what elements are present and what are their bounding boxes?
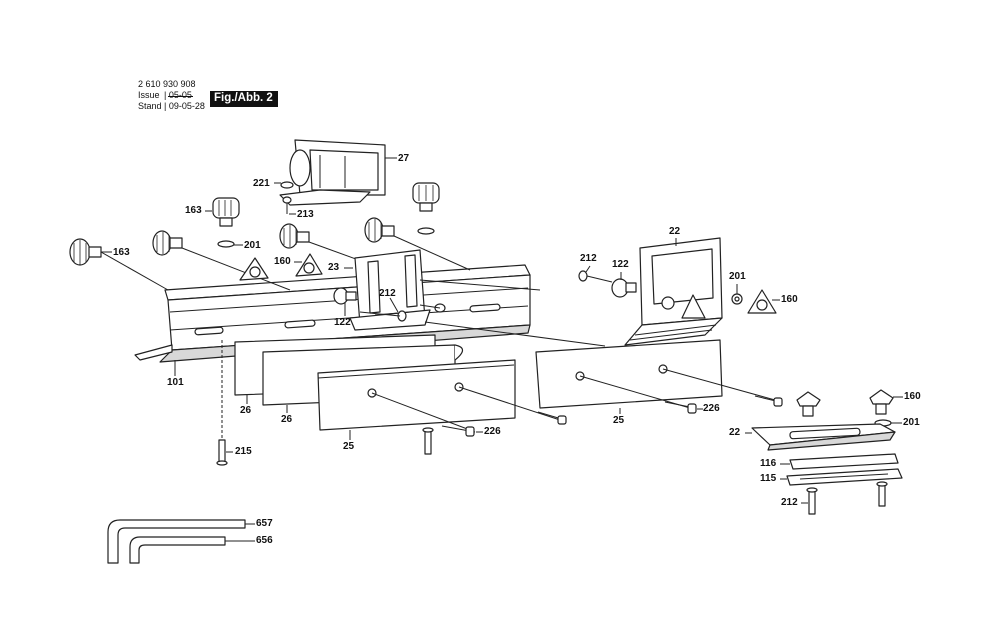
callout-201-bottom: 201 bbox=[903, 417, 920, 428]
knob-122-right bbox=[611, 278, 637, 298]
callout-122-right: 122 bbox=[612, 259, 629, 270]
callout-163-top: 163 bbox=[185, 205, 202, 216]
knob-top-right bbox=[412, 182, 440, 235]
leader-rail bbox=[419, 279, 541, 291]
callout-212-left: 212 bbox=[379, 288, 396, 299]
callout-226-left: 226 bbox=[484, 426, 501, 437]
washer-201-right bbox=[731, 293, 743, 305]
screw-under-board bbox=[422, 427, 434, 455]
screw-213 bbox=[280, 181, 294, 214]
leader-226-left bbox=[371, 392, 471, 431]
callout-212-right: 212 bbox=[580, 253, 597, 264]
callout-25-left: 25 bbox=[343, 441, 355, 452]
wing-nut-left bbox=[239, 257, 269, 281]
side-knob-right bbox=[364, 217, 471, 271]
figure-label: Fig./Abb. 2 bbox=[210, 91, 278, 107]
callout-115: 115 bbox=[760, 473, 777, 484]
callout-26-back: 26 bbox=[240, 405, 252, 416]
issue-line: Issue | 05-05 bbox=[138, 90, 192, 101]
leader-bolt bbox=[458, 386, 561, 421]
screw-212-bottom bbox=[806, 487, 818, 515]
bolt-212-left bbox=[359, 303, 446, 322]
label-leaders bbox=[101, 157, 903, 542]
callout-160-right: 160 bbox=[781, 294, 798, 305]
callout-221: 221 bbox=[253, 178, 270, 189]
bracket-glyph: | bbox=[164, 101, 167, 111]
callout-201-right: 201 bbox=[729, 271, 746, 282]
bolt-226-left bbox=[441, 425, 476, 437]
part-number: 2 610 930 908 bbox=[138, 79, 196, 89]
callout-23: 23 bbox=[328, 262, 340, 273]
shim-116 bbox=[789, 453, 899, 470]
callout-22-top: 22 bbox=[669, 226, 681, 237]
hex-key-657 bbox=[107, 519, 246, 564]
callout-22-bottom: 22 bbox=[729, 427, 741, 438]
bolt-212-right bbox=[578, 270, 613, 283]
face-board-right bbox=[535, 339, 723, 409]
stand-label: Stand bbox=[138, 101, 162, 111]
callout-226-right: 226 bbox=[703, 403, 720, 414]
screw-215 bbox=[216, 340, 228, 466]
hold-down-knob-right bbox=[869, 389, 894, 415]
side-knob-mid bbox=[152, 230, 291, 291]
knob-top-left bbox=[212, 197, 240, 248]
feather-board-bracket bbox=[624, 237, 723, 346]
side-knob-left bbox=[69, 238, 169, 291]
bolt-226-right bbox=[664, 401, 697, 414]
callout-656: 656 bbox=[256, 535, 273, 546]
callout-201-left: 201 bbox=[244, 240, 261, 251]
hold-down-knob-left bbox=[796, 391, 821, 417]
dust-hood bbox=[279, 139, 386, 206]
callout-116: 116 bbox=[760, 458, 777, 469]
leader-226-right bbox=[579, 375, 691, 409]
knob-122-left bbox=[333, 287, 357, 305]
wing-nut-160-right bbox=[747, 289, 777, 314]
issue-value: 05-05 bbox=[168, 90, 192, 100]
shim-115 bbox=[786, 468, 903, 486]
bolt-mid bbox=[537, 411, 567, 425]
callout-160-left: 160 bbox=[274, 256, 291, 267]
callout-122-left: 122 bbox=[334, 317, 351, 328]
center-bracket bbox=[349, 249, 431, 331]
issue-label: Issue bbox=[138, 90, 160, 100]
bolt-right-end bbox=[754, 395, 783, 407]
face-board-left bbox=[317, 359, 516, 431]
hold-down-plate bbox=[751, 423, 896, 451]
leader-bolt-right bbox=[662, 368, 776, 401]
callout-212-bottom: 212 bbox=[781, 497, 798, 508]
leader-bracket bbox=[424, 321, 606, 347]
callout-26-front: 26 bbox=[281, 414, 293, 425]
callout-213: 213 bbox=[297, 209, 314, 220]
screw-bottom-right bbox=[876, 481, 888, 507]
callout-163-left: 163 bbox=[113, 247, 130, 258]
stand-value: 09-05-28 bbox=[168, 101, 205, 111]
hex-key-656 bbox=[129, 536, 226, 564]
callout-25-right: 25 bbox=[613, 415, 625, 426]
bracket-glyph: | bbox=[164, 90, 167, 100]
callout-215: 215 bbox=[235, 446, 252, 457]
callout-160-bottom: 160 bbox=[904, 391, 921, 402]
stand-line: Stand | 09-05-28 bbox=[138, 101, 205, 112]
callout-27: 27 bbox=[398, 153, 410, 164]
callout-657: 657 bbox=[256, 518, 273, 529]
wing-nut-right bbox=[295, 253, 323, 277]
callout-101: 101 bbox=[167, 377, 184, 388]
